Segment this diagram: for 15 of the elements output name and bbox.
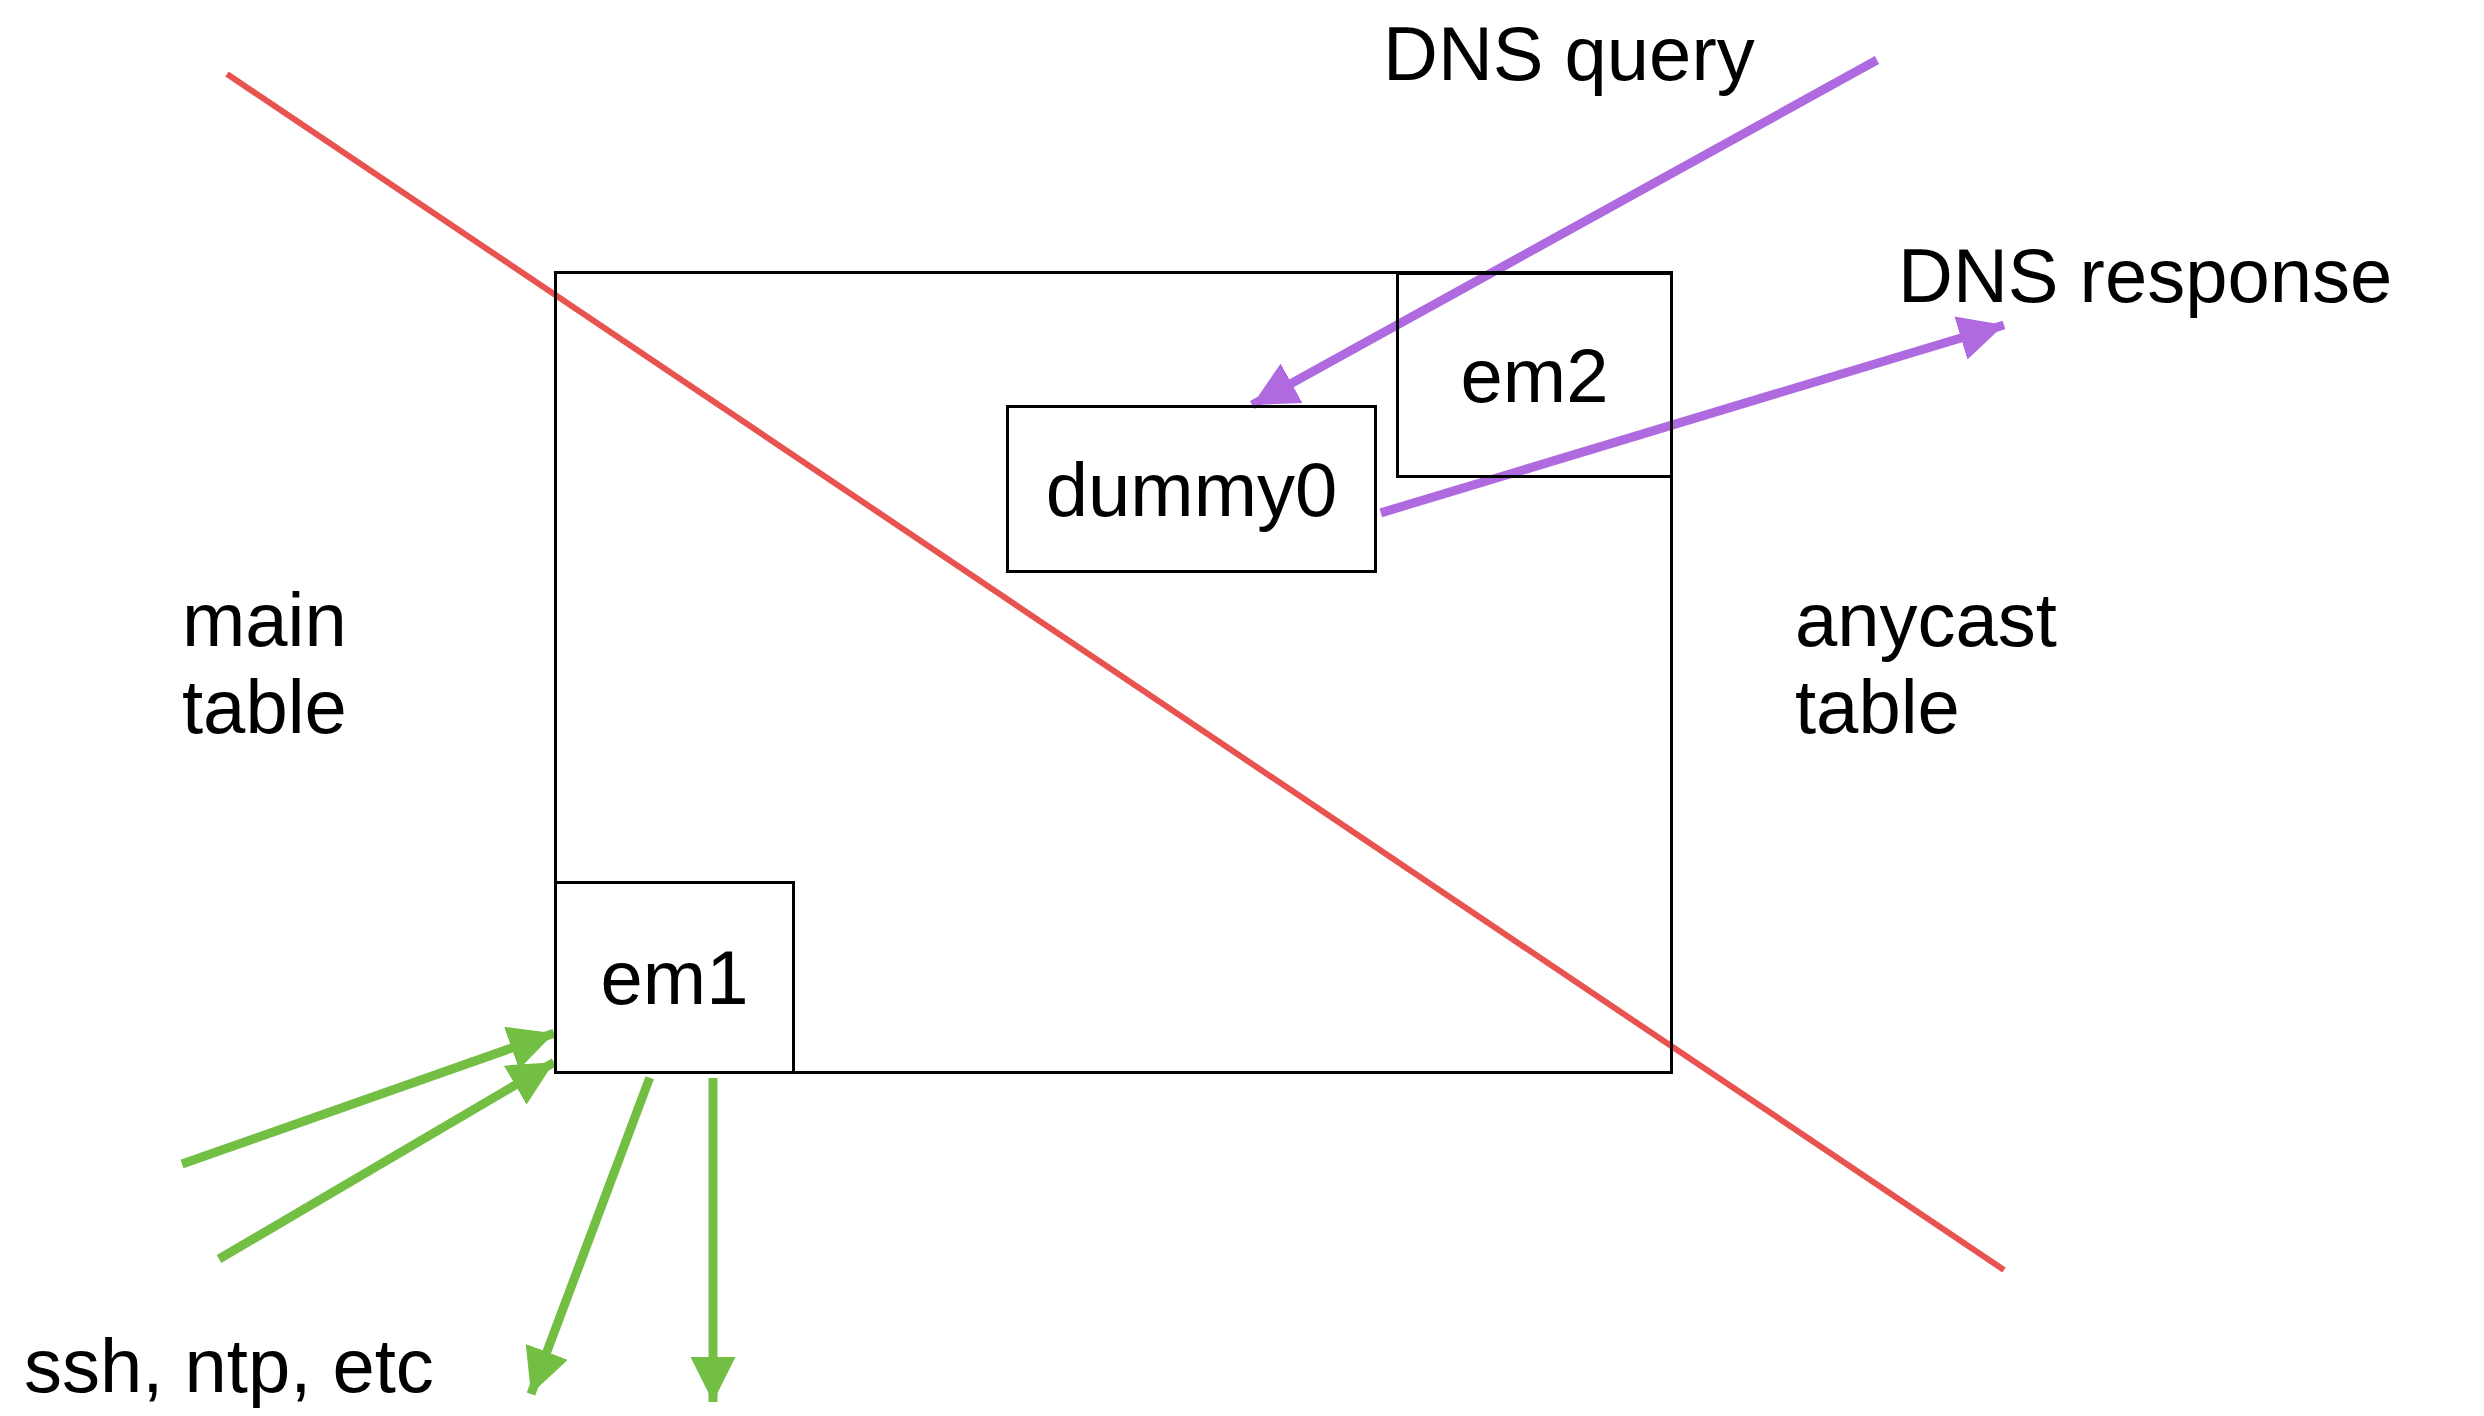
interface-box: em2 <box>1396 272 1673 478</box>
interface-box: em1 <box>554 881 795 1074</box>
edge-label: DNS response <box>1898 232 2393 320</box>
arrow <box>180 1026 556 1169</box>
region-label: anycast table <box>1795 576 2058 751</box>
arrow <box>1249 56 1880 409</box>
note-text: ssh, ntp, etc <box>24 1322 435 1410</box>
region-label: main table <box>182 576 348 751</box>
server-box <box>554 271 1673 1074</box>
arrow <box>216 1058 557 1263</box>
arrow <box>525 1076 654 1396</box>
arrow <box>1379 316 2006 518</box>
arrow <box>690 1078 736 1402</box>
edge-label: DNS query <box>1383 10 1755 98</box>
interface-box: dummy0 <box>1006 405 1377 573</box>
